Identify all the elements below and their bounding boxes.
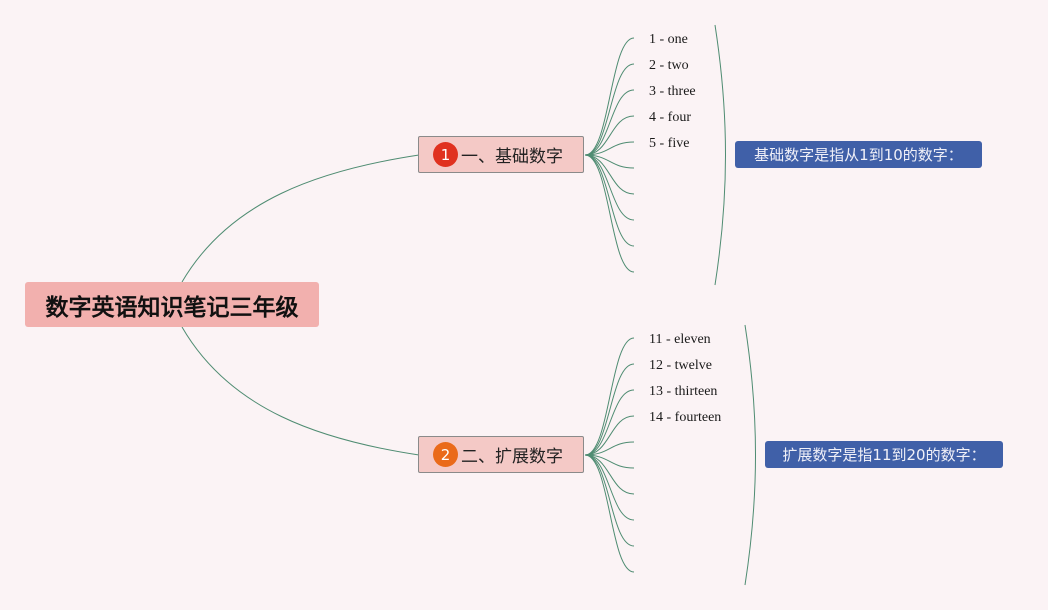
- branch-1-leaf-connector: [584, 89, 635, 156]
- summary-label: 扩展数字是指11到20的数字：: [782, 446, 986, 464]
- leaf-topic[interactable]: 2 - two: [649, 58, 689, 73]
- root-topic-label: 数字英语知识笔记三年级: [45, 294, 299, 321]
- branch-1-leaf-connector: [584, 141, 635, 156]
- summary-basic-numbers[interactable]: 基础数字是指从1到10的数字：: [735, 141, 982, 168]
- summary-bracket-1: [714, 24, 726, 286]
- branch-1-leaf-connector: [584, 115, 635, 156]
- branch-1-leaf-connector: [584, 154, 635, 273]
- leaf-topic[interactable]: 14 - fourteen: [649, 410, 722, 425]
- branch-2-leaf-connector: [584, 454, 635, 521]
- summary-label: 基础数字是指从1到10的数字：: [754, 146, 963, 164]
- summary-extended-numbers[interactable]: 扩展数字是指11到20的数字：: [765, 441, 1003, 468]
- branch-1-leaf-connector: [584, 63, 635, 156]
- branch-2-leaf-connector: [584, 337, 635, 456]
- leaf-topic[interactable]: 4 - four: [649, 110, 691, 125]
- branch-extended-numbers[interactable]: 2 二、扩展数字: [418, 436, 584, 473]
- branch-2-leaf-connector: [584, 454, 635, 573]
- branch-2-leaf-connector: [584, 441, 635, 456]
- summary-bracket-2: [744, 324, 756, 586]
- branch-label: 一、基础数字: [461, 147, 563, 167]
- branch-1-leaf-connector: [584, 154, 635, 247]
- root-to-branch-2-connector: [181, 326, 420, 456]
- leaf-topic[interactable]: 13 - thirteen: [649, 384, 718, 399]
- leaf-topic[interactable]: 5 - five: [649, 136, 690, 151]
- branch-2-leaf-connector: [584, 363, 635, 456]
- branch-1-leaf-connector: [584, 154, 635, 195]
- branch-2-leaf-connector: [584, 389, 635, 456]
- root-topic[interactable]: 数字英语知识笔记三年级: [25, 282, 319, 327]
- branch-2-leaf-connector: [584, 454, 635, 547]
- number-badge-icon: 1: [433, 142, 458, 167]
- leaf-topic[interactable]: 11 - eleven: [649, 332, 711, 347]
- root-to-branch-1-connector: [181, 154, 420, 283]
- branch-1-leaf-connector: [584, 37, 635, 156]
- number-badge-icon: 2: [433, 442, 458, 467]
- branch-2-leaf-connector: [584, 454, 635, 495]
- leaf-topic[interactable]: 12 - twelve: [649, 358, 712, 373]
- leaf-topic[interactable]: 3 - three: [649, 84, 696, 99]
- leaf-topic[interactable]: 1 - one: [649, 32, 688, 47]
- branch-2-leaf-connector: [584, 415, 635, 456]
- branch-label: 二、扩展数字: [461, 447, 563, 467]
- branch-1-leaf-connector: [584, 154, 635, 221]
- branch-basic-numbers[interactable]: 1 一、基础数字: [418, 136, 584, 173]
